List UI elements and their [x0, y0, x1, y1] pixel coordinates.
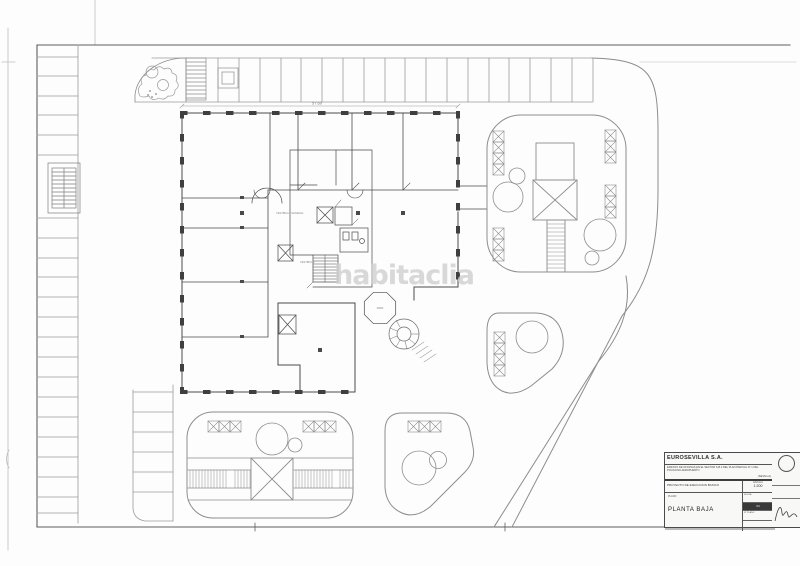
tree-icon [138, 65, 179, 100]
stair-left-parking [47, 162, 81, 214]
building-outline [180, 111, 488, 394]
drawing-title: PLANTA BAJA [668, 507, 714, 513]
plan-label: PLANO [668, 495, 677, 498]
site-boundary [36, 44, 791, 532]
description-line-1: EDIFICIO DE OFICINAS EN EL SECTOR S-B 2 … [667, 466, 759, 469]
tree-circle-icon [492, 167, 617, 266]
description-location: (SEVILLA) [757, 473, 771, 478]
title-block-company: EUROSEVILLA S.A. [665, 453, 773, 465]
building-core: VESTIBULO GENERAL VESTIBULO [251, 149, 437, 363]
planter-strip-icon [492, 129, 617, 262]
architect-stamp-icon [777, 455, 795, 472]
garden-top-left [134, 57, 239, 103]
parking-column-left [36, 44, 81, 524]
date-label: FECHA [743, 493, 773, 503]
island-middle-right [486, 312, 564, 394]
building-partitions [181, 112, 459, 352]
parking-row-top [134, 57, 594, 103]
title-block-right-strip [772, 452, 800, 528]
strip-cell [772, 486, 800, 499]
title-block: EUROSEVILLA S.A. EDIFICIO DE OFICINAS EN… [664, 452, 774, 531]
plaza-skylight [532, 142, 578, 273]
island-bottom-left [186, 411, 354, 519]
dimension-line-top: 57.60 [179, 101, 461, 109]
perimeter-columns [180, 111, 460, 394]
core-label-2: VESTIBULO [300, 260, 315, 264]
spiral-stair-icon [388, 318, 420, 350]
stair-top-left [185, 57, 239, 101]
core-label-1: VESTIBULO GENERAL [276, 211, 304, 215]
title-block-phase: PROYECTO DE EJECUCION BASICO [667, 483, 720, 487]
road-edges [493, 57, 659, 528]
octagon-vestibule [363, 291, 397, 325]
sheet-number-cell: 04 [743, 503, 773, 511]
watermark: habitaclia [334, 260, 475, 291]
sheet-label: Nº PLANO [743, 511, 773, 521]
plaza-right [486, 114, 627, 273]
sheet-margin-marks [1, 0, 797, 551]
core-stair-icon [312, 254, 339, 283]
strip-cell [772, 473, 800, 486]
scale-value: 1:200 [753, 484, 763, 488]
island-bottom-right [384, 412, 475, 516]
signature-icon [774, 507, 798, 522]
description-line-2: POLIGONO AEROPUERTO [667, 469, 700, 473]
parking-strip-bottom-left [132, 384, 174, 522]
title-block-side-cells: FECHA 04 Nº PLANO [742, 493, 773, 531]
scale-label: ESCALA [753, 481, 763, 484]
island-skylight [250, 457, 294, 501]
title-block-description: EDIFICIO DE OFICINAS EN EL SECTOR S-B 2 … [665, 465, 773, 481]
elevator-icon [277, 206, 334, 335]
dimension-value: 57.60 [312, 101, 323, 106]
restroom-block [339, 227, 369, 253]
title-block-scale-cell: ESCALA 1:200 [742, 481, 773, 492]
